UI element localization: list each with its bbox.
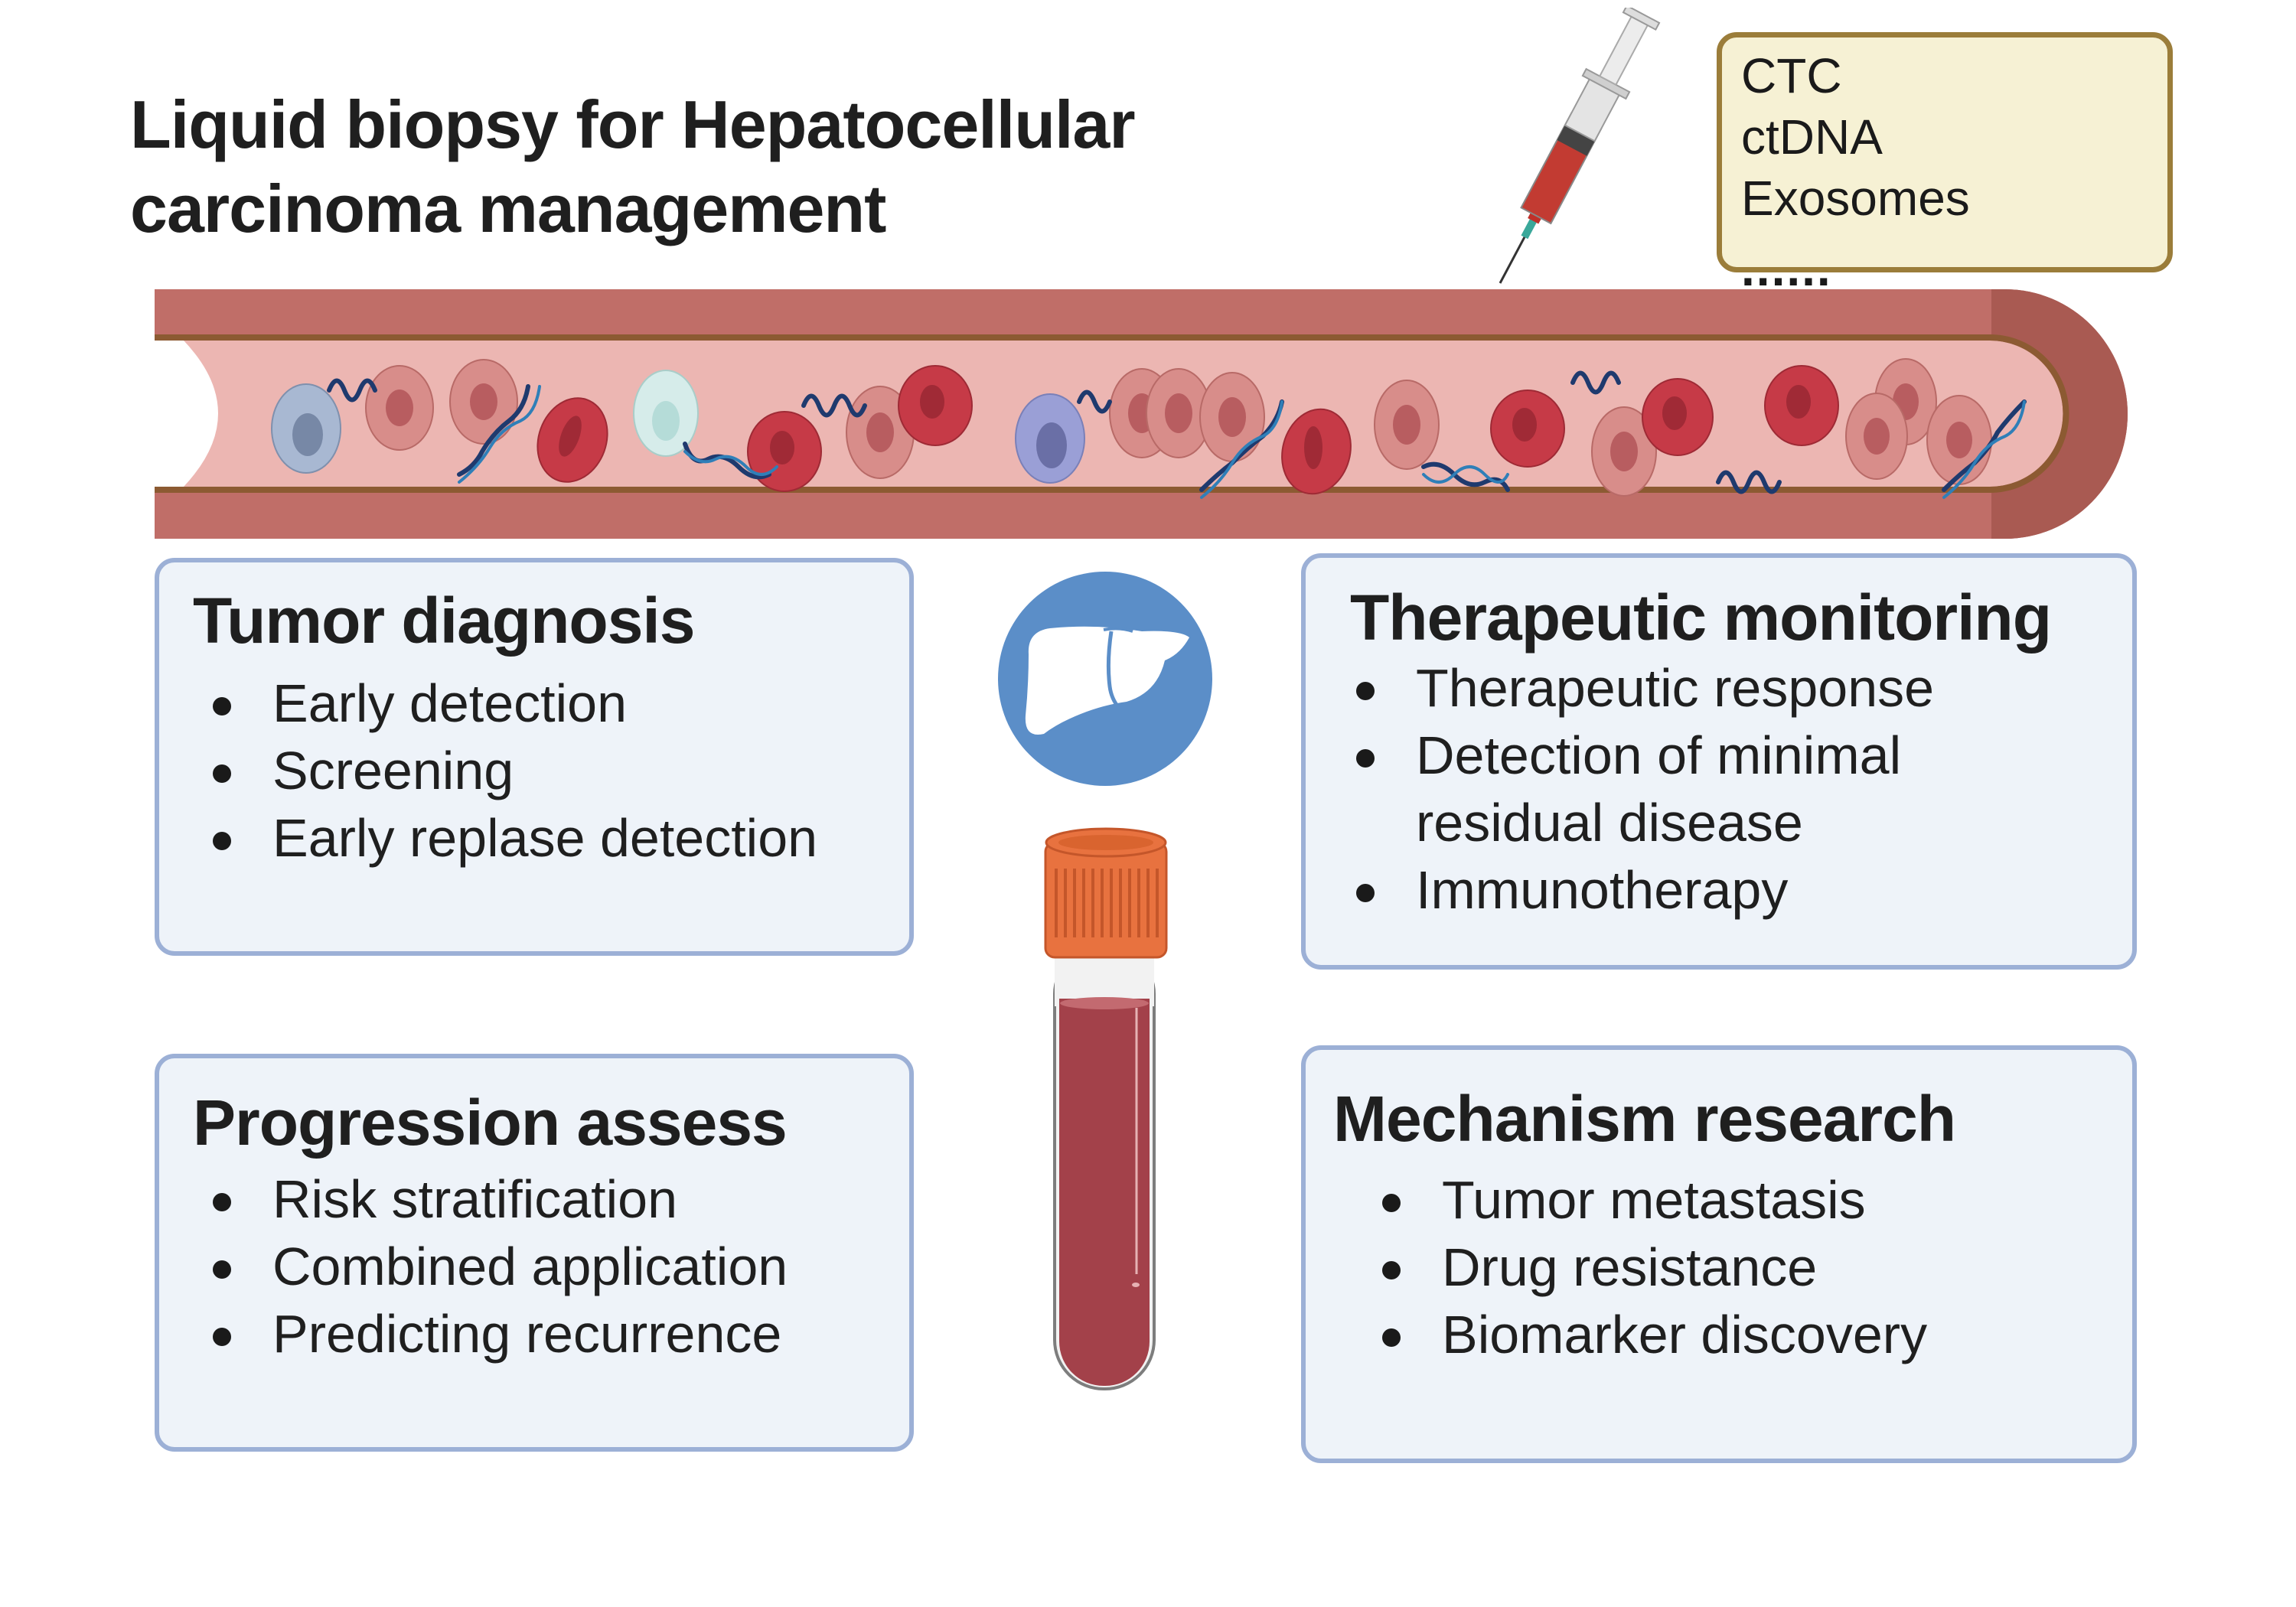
white-blood-cell xyxy=(1015,393,1085,484)
bullet-list: Therapeutic response Detection of minima… xyxy=(1356,654,1934,924)
vessel-wall-top xyxy=(155,289,1991,338)
list-item-text: Early detection xyxy=(272,673,628,733)
bullet-icon xyxy=(1356,749,1375,768)
list-item-text: Early replase detection xyxy=(272,808,818,868)
white-blood-cell xyxy=(633,370,699,457)
bullet-icon xyxy=(1356,682,1375,700)
red-blood-cell xyxy=(1642,378,1714,456)
dna-strand xyxy=(1199,399,1284,492)
vessel-wall-bottom xyxy=(155,490,1991,539)
tumor-cell xyxy=(1591,406,1657,497)
bullet-icon xyxy=(1382,1328,1401,1347)
tumor-cell xyxy=(1146,368,1212,458)
list-item-text: Detection of minimal xyxy=(1416,725,1902,785)
liver-icon xyxy=(998,572,1212,786)
marker-ctdna: ctDNA xyxy=(1741,109,1883,165)
marker-ctc: CTC xyxy=(1741,48,1842,103)
list-item: Therapeutic response xyxy=(1356,654,1934,722)
tumor-cell xyxy=(1374,380,1440,470)
list-item: Screening xyxy=(213,737,817,804)
list-item: Biomarker discovery xyxy=(1382,1301,1927,1368)
marker-ellipsis: ...... xyxy=(1741,241,1832,296)
bullet-icon xyxy=(213,697,231,715)
list-item-text: Drug resistance xyxy=(1442,1237,1818,1297)
red-blood-cell xyxy=(1281,408,1352,495)
bullet-icon xyxy=(213,764,231,783)
bullet-icon xyxy=(213,832,231,850)
card-mechanism-research: Mechanism research Tumor metastasis Drug… xyxy=(1301,1045,2137,1463)
bullet-icon xyxy=(1382,1261,1401,1279)
card-heading: Therapeutic monitoring xyxy=(1350,582,2052,654)
dna-strand xyxy=(457,384,530,477)
list-item-text: Biomarker discovery xyxy=(1442,1305,1928,1364)
tumor-cell xyxy=(1926,395,1992,485)
bullet-icon xyxy=(1382,1194,1401,1212)
blood-vessel-illustration xyxy=(155,289,2128,539)
bullet-icon xyxy=(213,1260,231,1279)
bullet-icon xyxy=(1356,884,1375,902)
page-title: Liquid biopsy for Hepatocellular carcino… xyxy=(130,83,1240,251)
vessel-open-end xyxy=(155,341,218,487)
title-line-2: carcinoma management xyxy=(130,171,887,246)
bullet-list: Tumor metastasis Drug resistance Biomark… xyxy=(1382,1166,1927,1368)
red-blood-cell xyxy=(747,411,822,492)
list-item-text: Combined application xyxy=(272,1237,788,1296)
red-blood-cell xyxy=(536,397,608,483)
dna-strand xyxy=(1421,461,1510,492)
dna-strand xyxy=(327,378,377,403)
bullet-list: Risk stratification Combined application… xyxy=(213,1165,788,1367)
card-heading: Progression assess xyxy=(193,1087,788,1159)
list-item: Predicting recurrence xyxy=(213,1300,788,1367)
list-item-continuation: residual disease xyxy=(1356,789,1934,856)
blood-tube-icon xyxy=(1044,827,1168,1390)
tumor-cell xyxy=(1199,372,1265,462)
card-heading: Tumor diagnosis xyxy=(193,585,695,657)
list-item: Early detection xyxy=(213,670,817,737)
list-item-text: Therapeutic response xyxy=(1416,658,1935,718)
tumor-cell xyxy=(1845,393,1908,480)
list-item: Drug resistance xyxy=(1382,1234,1927,1301)
list-item-text: Tumor metastasis xyxy=(1442,1170,1866,1230)
list-item: Risk stratification xyxy=(213,1165,788,1233)
red-blood-cell xyxy=(898,365,973,446)
syringe-icon xyxy=(1499,8,1661,284)
list-item: Immunotherapy xyxy=(1356,856,1934,924)
dna-strand xyxy=(1716,470,1782,494)
bullet-list: Early detection Screening Early replase … xyxy=(213,670,817,872)
bullet-icon xyxy=(213,1193,231,1211)
list-item-text: Predicting recurrence xyxy=(272,1304,782,1364)
tumor-cell xyxy=(449,359,518,445)
list-item: Combined application xyxy=(213,1233,788,1300)
dna-strand xyxy=(1570,370,1621,395)
list-item: Tumor metastasis xyxy=(1382,1166,1927,1234)
red-blood-cell xyxy=(1764,365,1839,446)
card-therapeutic-monitoring: Therapeutic monitoring Therapeutic respo… xyxy=(1301,553,2137,970)
list-item-text: Risk stratification xyxy=(272,1169,678,1229)
card-heading: Mechanism research xyxy=(1333,1083,1956,1155)
white-blood-cell xyxy=(271,383,341,474)
card-progression-assess: Progression assess Risk stratification C… xyxy=(155,1054,914,1452)
list-item: Early replase detection xyxy=(213,804,817,872)
list-item-text: Screening xyxy=(272,741,514,800)
bullet-icon xyxy=(213,1328,231,1346)
dna-strand xyxy=(1077,390,1112,414)
red-blood-cell xyxy=(1490,390,1565,468)
card-tumor-diagnosis: Tumor diagnosis Early detection Screenin… xyxy=(155,558,914,956)
list-item: Detection of minimal xyxy=(1356,722,1934,789)
biomarkers-box: CTC ctDNA Exosomes ...... xyxy=(1717,32,2173,296)
list-item-text: residual disease xyxy=(1416,793,1803,852)
title-line-1: Liquid biopsy for Hepatocellular xyxy=(130,86,1136,162)
tumor-cell xyxy=(365,365,434,451)
dna-strand xyxy=(801,393,867,418)
marker-exosomes: Exosomes xyxy=(1741,171,1970,226)
list-item-text: Immunotherapy xyxy=(1416,860,1789,920)
